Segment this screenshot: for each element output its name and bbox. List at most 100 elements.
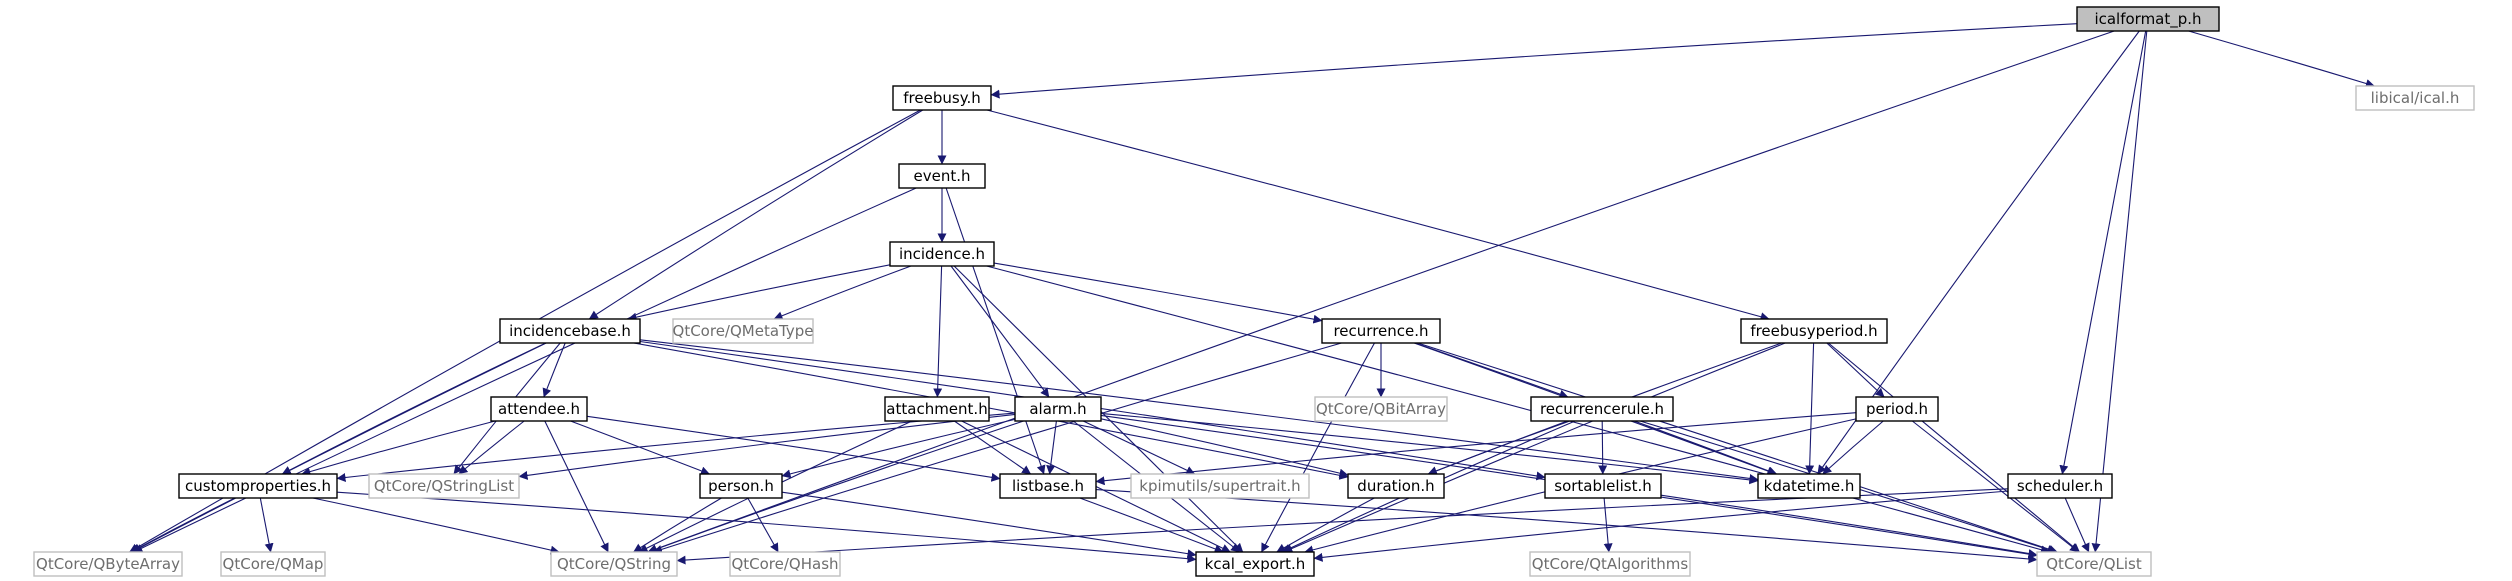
edge-recurrence-to-qstring: [653, 342, 1342, 554]
node-customproperties[interactable]: customproperties.h: [178, 473, 338, 499]
node-box: [1530, 396, 1674, 422]
node-box: [550, 551, 678, 577]
edge-freebusyperiod-to-kdatetime: [1805, 342, 1815, 475]
node-box: [499, 318, 641, 344]
edge-freebusy-to-freebusyperiod: [986, 109, 1770, 322]
edge-attendee-to-customproperties: [301, 420, 496, 476]
node-label: freebusyperiod.h: [1750, 322, 1877, 340]
edge-period-to-listbase: [1095, 412, 1857, 486]
node-box: [729, 551, 841, 577]
node-box: [2036, 551, 2152, 577]
edge-incidence-to-attachment: [933, 265, 943, 398]
node-box: [889, 241, 995, 267]
edge-alarm-to-person: [781, 418, 1016, 479]
node-label: recurrencerule.h: [1540, 400, 1664, 418]
node-box: [1740, 318, 1888, 344]
node-label: attachment.h: [886, 400, 987, 418]
node-label: incidence.h: [899, 245, 985, 263]
node-incidence[interactable]: incidence.h: [889, 241, 995, 267]
edge-icalformat_p-to-freebusy: [990, 23, 2078, 99]
node-label: period.h: [1866, 400, 1928, 418]
edge-freebusyperiod-to-period: [1826, 342, 1885, 398]
edge-icalformat_p-to-scheduler: [2059, 30, 2147, 475]
node-icalformat-p[interactable]: icalformat_p.h: [2076, 6, 2220, 32]
node-box: [33, 551, 183, 577]
node-kcal-export[interactable]: kcal_export.h: [1195, 551, 1315, 577]
node-label: QtCore/QByteArray: [36, 555, 180, 573]
node-alarm[interactable]: alarm.h: [1014, 396, 1102, 422]
edge-event-to-listbase: [945, 187, 1046, 475]
edge-icalformat_p-to-qstring: [647, 30, 2115, 554]
edge-scheduler-to-qstring: [676, 488, 2009, 565]
node-qstringlist: QtCore/QStringList: [368, 473, 520, 499]
node-label: recurrence.h: [1333, 322, 1428, 340]
node-qbytearray: QtCore/QByteArray: [33, 551, 183, 577]
node-freebusy[interactable]: freebusy.h: [892, 85, 992, 111]
node-box: [1855, 396, 1939, 422]
node-attachment[interactable]: attachment.h: [884, 396, 990, 422]
node-freebusyperiod[interactable]: freebusyperiod.h: [1740, 318, 1888, 344]
edge-scheduler-to-kcal_export: [1313, 490, 2009, 562]
node-label: QtCore/QMetaType: [673, 322, 814, 340]
node-qmap: QtCore/QMap: [220, 551, 326, 577]
node-label: person.h: [708, 477, 774, 495]
node-recurrencerule[interactable]: recurrencerule.h: [1530, 396, 1674, 422]
node-label: event.h: [914, 167, 971, 185]
edge-customproperties-to-qbytearray: [130, 497, 236, 553]
node-kdatetime[interactable]: kdatetime.h: [1757, 473, 1861, 499]
node-box: [2007, 473, 2113, 499]
node-period[interactable]: period.h: [1855, 396, 1939, 422]
edge-incidence-to-incidencebase: [627, 264, 891, 322]
edge-attachment-to-listbase: [953, 420, 1032, 475]
node-qstring: QtCore/QString: [550, 551, 678, 577]
node-box: [1529, 551, 1691, 577]
node-box: [1130, 473, 1310, 499]
edge-incidence-to-recurrence: [993, 262, 1323, 324]
edge-period-to-qlist: [1911, 420, 2080, 553]
node-sortablelist[interactable]: sortablelist.h: [1544, 473, 1662, 499]
node-libical: libical/ical.h: [2355, 85, 2475, 111]
node-box: [892, 85, 992, 111]
node-box: [2076, 6, 2220, 32]
node-person[interactable]: person.h: [699, 473, 783, 499]
edge-listbase-to-kcal_export: [1079, 497, 1224, 554]
edge-incidencebase-to-kdatetime: [639, 339, 1759, 483]
node-scheduler[interactable]: scheduler.h: [2007, 473, 2113, 499]
edge-person-to-qhash: [747, 497, 779, 553]
node-label: listbase.h: [1012, 477, 1084, 495]
edge-attendee-to-listbase: [586, 415, 1001, 482]
node-label: QtCore/QStringList: [374, 477, 514, 495]
edge-alarm-to-customproperties: [336, 412, 1016, 482]
edge-sortablelist-to-qlist: [1660, 494, 2038, 558]
edge-recurrence-to-kcal_export: [1261, 342, 1375, 553]
node-box: [1014, 396, 1102, 422]
edge-freebusyperiod-to-qlist: [1828, 342, 2080, 553]
node-label: freebusy.h: [903, 89, 980, 107]
node-label: attendee.h: [498, 400, 580, 418]
node-recurrence[interactable]: recurrence.h: [1321, 318, 1441, 344]
edge-recurrencerule-to-kdatetime: [1634, 420, 1778, 476]
edge-sortablelist-to-qtalgorithms: [1603, 497, 1613, 553]
edge-incidencebase-to-duration: [633, 342, 1349, 480]
node-qlist: QtCore/QList: [2036, 551, 2152, 577]
edge-attendee-to-qstring: [544, 420, 609, 553]
node-box: [1321, 318, 1441, 344]
node-box: [898, 163, 986, 189]
node-qhash: QtCore/QHash: [729, 551, 841, 577]
node-incidencebase[interactable]: incidencebase.h: [499, 318, 641, 344]
node-box: [1757, 473, 1861, 499]
node-label: duration.h: [1357, 477, 1434, 495]
node-duration[interactable]: duration.h: [1347, 473, 1445, 499]
node-box: [1544, 473, 1662, 499]
node-label: QtCore/QString: [557, 555, 671, 573]
node-attendee[interactable]: attendee.h: [490, 396, 588, 422]
edge-icalformat_p-to-libical: [2188, 30, 2375, 88]
node-box: [178, 473, 338, 499]
node-label: scheduler.h: [2017, 477, 2103, 495]
edge-freebusyperiod-to-kcal_export: [1283, 342, 1786, 553]
node-event[interactable]: event.h: [898, 163, 986, 189]
node-listbase[interactable]: listbase.h: [999, 473, 1097, 499]
node-box: [2355, 85, 2475, 111]
edge-person-to-kcal_export: [781, 491, 1197, 559]
edge-alarm-to-kdatetime: [1100, 412, 1759, 485]
